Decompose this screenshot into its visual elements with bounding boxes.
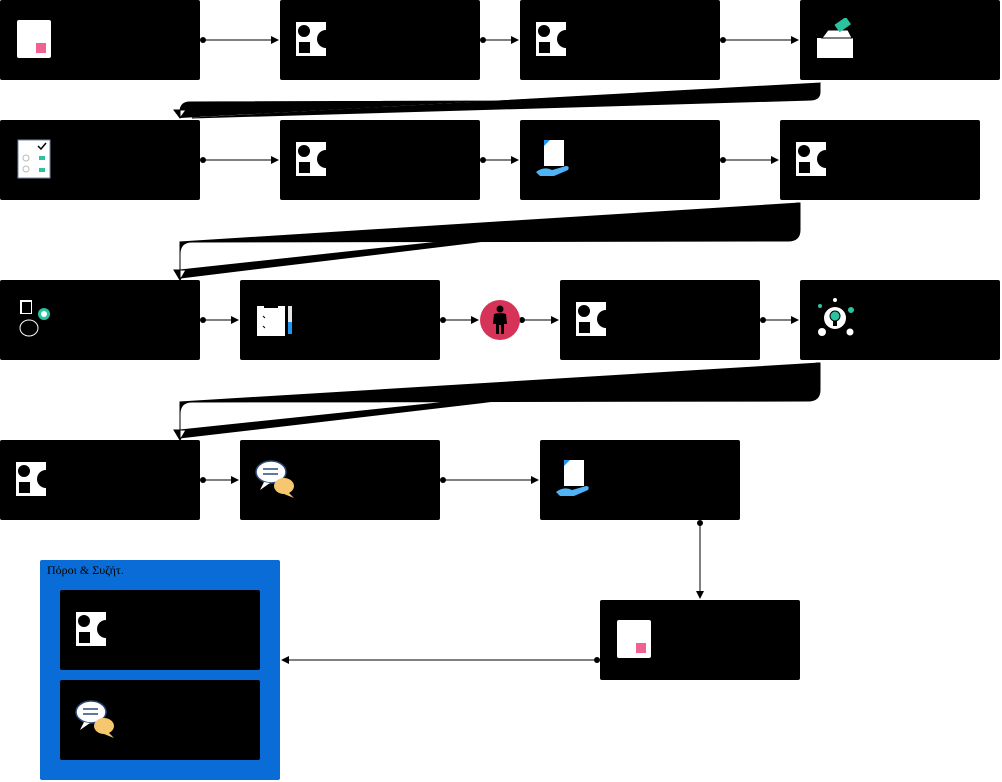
edge-n10-n11 bbox=[440, 316, 479, 324]
hand-document-icon bbox=[534, 138, 576, 180]
hand-document-icon bbox=[554, 458, 596, 500]
archive-icon bbox=[14, 298, 56, 340]
flow-node-8[interactable] bbox=[780, 120, 980, 200]
flow-node-12[interactable] bbox=[560, 280, 760, 360]
flow-node-10[interactable] bbox=[240, 280, 440, 360]
edge-n11-n12 bbox=[519, 316, 559, 324]
edge-n14-n15 bbox=[200, 476, 239, 484]
person-node[interactable] bbox=[480, 300, 520, 340]
shapes-icon bbox=[794, 138, 836, 180]
flow-node-4[interactable] bbox=[800, 0, 1000, 80]
idea-network-icon bbox=[814, 298, 856, 340]
ballot-box-icon bbox=[814, 18, 856, 60]
edge-n16-n17 bbox=[696, 520, 704, 599]
group-node-2[interactable] bbox=[60, 680, 260, 760]
flow-node-7[interactable] bbox=[520, 120, 720, 200]
edge-n6-n7 bbox=[480, 156, 519, 164]
flow-node-16[interactable] bbox=[540, 440, 740, 520]
flow-node-5[interactable] bbox=[0, 120, 200, 200]
edge-n3-n4 bbox=[720, 36, 799, 44]
flow-node-13[interactable] bbox=[800, 280, 1000, 360]
document-pink-icon bbox=[14, 18, 56, 60]
checklist-icon bbox=[14, 138, 56, 180]
group-node-1[interactable] bbox=[60, 590, 260, 670]
edge-n13-n14 bbox=[173, 362, 821, 441]
edge-n8-n9 bbox=[173, 202, 801, 281]
flow-node-2[interactable] bbox=[280, 0, 480, 80]
edge-n15-n16 bbox=[440, 476, 539, 484]
clipboard-pencil-icon bbox=[254, 298, 296, 340]
edge-n4-n5 bbox=[173, 82, 821, 119]
shapes-icon bbox=[74, 608, 116, 650]
resources-group[interactable]: Πόροι & Συζήτ. bbox=[40, 560, 280, 780]
flow-node-9[interactable] bbox=[0, 280, 200, 360]
shapes-icon bbox=[14, 458, 56, 500]
edge-n9-n10 bbox=[200, 316, 239, 324]
person-icon bbox=[493, 305, 507, 334]
document-pink-icon bbox=[614, 618, 656, 660]
flow-node-1[interactable] bbox=[0, 0, 200, 80]
chat-bubbles-icon bbox=[254, 458, 296, 500]
shapes-icon bbox=[294, 138, 336, 180]
flow-node-15[interactable] bbox=[240, 440, 440, 520]
flow-node-17[interactable] bbox=[600, 600, 800, 680]
flow-node-3[interactable] bbox=[520, 0, 720, 80]
chat-bubbles-icon bbox=[74, 698, 116, 740]
edge-n12-n13 bbox=[760, 316, 799, 324]
flow-node-6[interactable] bbox=[280, 120, 480, 200]
shapes-icon bbox=[534, 18, 576, 60]
group-title: Πόροι & Συζήτ. bbox=[47, 563, 124, 577]
flow-node-14[interactable] bbox=[0, 440, 200, 520]
edge-n7-n8 bbox=[720, 156, 779, 164]
edge-n1-n2 bbox=[200, 36, 279, 44]
shapes-icon bbox=[574, 298, 616, 340]
shapes-icon bbox=[294, 18, 336, 60]
edge-n17-group bbox=[281, 656, 600, 664]
edge-n2-n3 bbox=[480, 36, 519, 44]
edge-n5-n6 bbox=[200, 156, 279, 164]
